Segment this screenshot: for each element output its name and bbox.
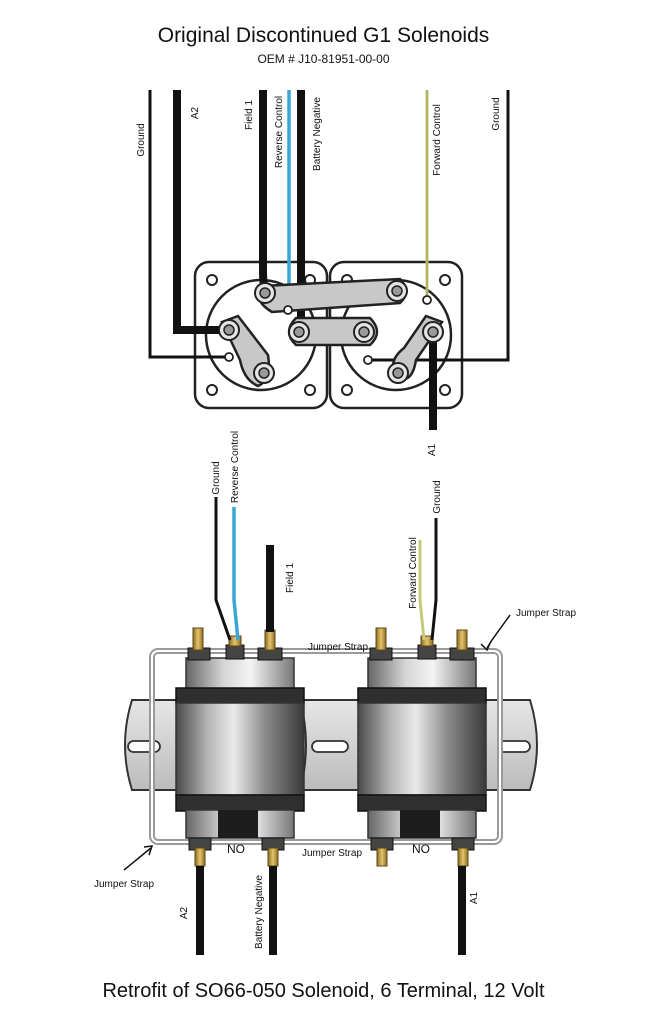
label-bottom-a1: A1 (469, 891, 480, 904)
jumper-strap-right-label: Jumper Strap (516, 608, 576, 619)
label-bottom-a2: A2 (179, 906, 190, 919)
label-bottom-ground-left: Ground (211, 461, 222, 494)
reverse-control-terminal (283, 305, 293, 315)
bottom-wires (196, 497, 466, 955)
terminal-nut (387, 362, 409, 384)
jumper-strap-left-label: Jumper Strap (94, 879, 154, 890)
top-wire-labels: Ground A2 Field 1 Reverse Control Batter… (136, 96, 502, 456)
bottom-labels: Jumper Strap Jumper Strap Jumper Strap J… (94, 608, 576, 890)
ground-terminal-right (363, 355, 373, 365)
terminal-nut (386, 280, 408, 302)
jumper-strap-top-label: Jumper Strap (308, 642, 368, 653)
page-title: Original Discontinued G1 Solenoids (157, 24, 490, 47)
label-bottom-reverse-control: Reverse Control (230, 431, 241, 503)
label-top-a2: A2 (190, 106, 201, 119)
label-top-forward-control: Forward Control (432, 104, 443, 176)
bottom-forward-control-wire (418, 540, 426, 641)
callout-arrows (123, 614, 511, 871)
top-field1-wire (259, 90, 270, 296)
terminal-nut (288, 321, 310, 343)
top-solenoid-assembly: Ground A2 Field 1 Reverse Control Batter… (136, 90, 510, 456)
label-top-ground-left: Ground (136, 123, 147, 156)
bottom-reverse-control-wire (232, 507, 240, 641)
label-top-reverse-control: Reverse Control (274, 96, 285, 168)
jumper-strap-bottom-label: Jumper Strap (302, 848, 362, 859)
bottom-wire-labels: Ground Reverse Control Field 1 Forward C… (179, 431, 480, 949)
bottom-ground-right-wire (430, 518, 438, 641)
top-terminals (218, 280, 444, 384)
no-terminal-right-label: NO (412, 842, 430, 856)
label-top-field1: Field 1 (244, 100, 255, 130)
bottom-ground-left-wire (214, 497, 232, 641)
label-bottom-forward-control: Forward Control (408, 537, 419, 609)
label-top-a1: A1 (427, 443, 438, 456)
terminal-nut (254, 282, 276, 304)
forward-control-terminal (422, 295, 432, 305)
top-studs (187, 627, 475, 661)
terminal-nut (353, 321, 375, 343)
top-a2-wire (173, 90, 232, 334)
bottom-studs (188, 837, 475, 867)
left-retrofit-solenoid (175, 657, 305, 839)
label-bottom-ground-right: Ground (432, 480, 443, 513)
right-retrofit-solenoid (357, 657, 487, 839)
label-bottom-field1: Field 1 (285, 563, 296, 593)
terminal-nut (422, 321, 444, 343)
no-terminal-left-label: NO (227, 842, 245, 856)
terminal-nut (253, 362, 275, 384)
oem-subtitle: OEM # J10-81951-00-00 (257, 52, 390, 66)
ground-terminal-left (224, 352, 234, 362)
top-ground-left-wire (148, 90, 229, 359)
label-top-battery-negative: Battery Negative (312, 97, 323, 171)
label-top-ground-right: Ground (491, 97, 502, 130)
terminal-nut (218, 319, 240, 341)
label-bottom-battery-negative: Battery Negative (254, 875, 265, 949)
footer-title: Retrofit of SO66-050 Solenoid, 6 Termina… (102, 980, 545, 1002)
bottom-solenoid-assembly: Jumper Strap Jumper Strap Jumper Strap J… (94, 431, 576, 955)
